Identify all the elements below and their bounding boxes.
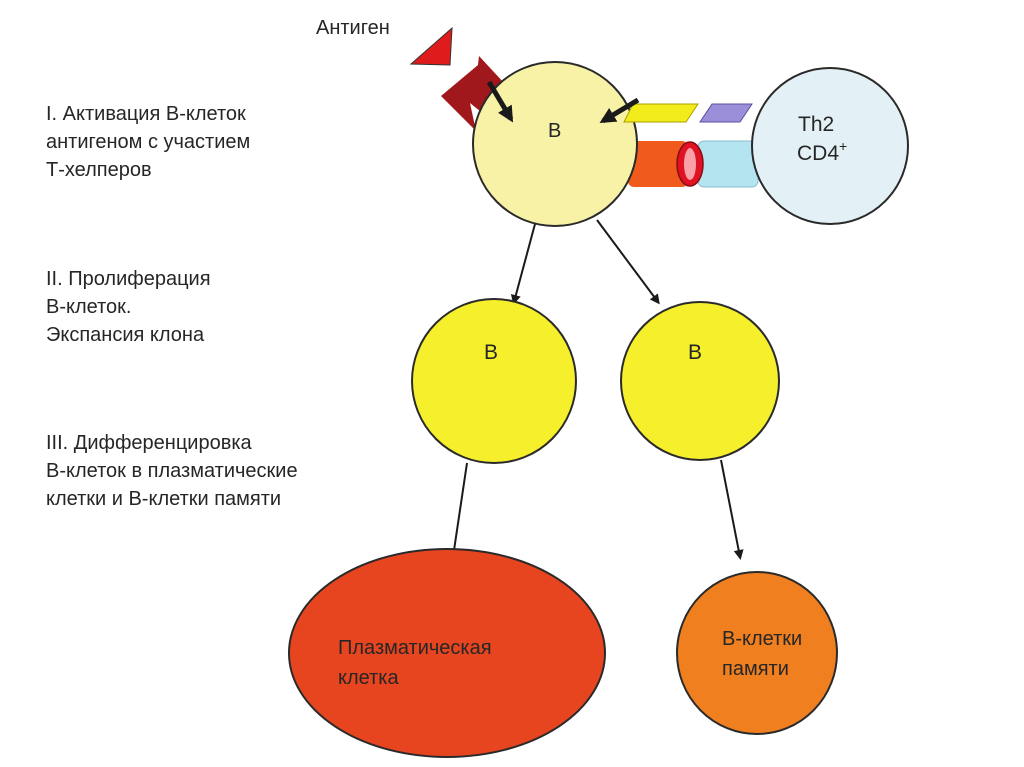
stage-3-title: III. Дифференцировка xyxy=(46,432,252,454)
t-cell-receptor xyxy=(699,103,753,123)
differentiation-arrow-right xyxy=(720,459,744,560)
antigen-label: Антиген xyxy=(316,17,390,39)
memory-cell xyxy=(676,571,838,735)
proliferation-arrow-left xyxy=(510,223,536,305)
stage-1-line3: Т-хелперов xyxy=(46,159,152,181)
stage-2-line2: В-клеток. xyxy=(46,296,132,318)
stage-3-line2: В-клеток в плазматические xyxy=(46,460,298,482)
stage-2-line3: Экспансия клона xyxy=(46,324,205,346)
stage-3-line3: клетки и В-клетки памяти xyxy=(46,488,282,510)
th2-cell xyxy=(751,67,909,225)
costimulation-ring-inner xyxy=(684,148,696,180)
memory-cell-label-line1: В-клетки xyxy=(722,628,802,650)
b-cell-clone-left xyxy=(411,298,577,464)
th2-signal-arrow xyxy=(599,97,640,124)
memory-cell-label-line2: памяти xyxy=(722,658,789,680)
mhc-peptide-complex xyxy=(623,103,699,123)
plasma-cell-label-line2: клетка xyxy=(338,667,399,689)
stage-1-line2: антигеном с участием xyxy=(46,131,251,153)
th2-cell-label: Th2 xyxy=(798,113,834,136)
cd40-receptor xyxy=(628,141,688,187)
stage-1-title: I. Активация В-клеток xyxy=(46,103,246,125)
cd4-label: CD4+ xyxy=(797,138,847,165)
b-cell-activated xyxy=(472,61,638,227)
stage-2-title: II. Пролиферация xyxy=(46,268,211,290)
cd40l-ligand xyxy=(697,140,759,188)
antigen-shape xyxy=(409,26,453,66)
differentiation-arrow-left xyxy=(449,462,468,560)
plasma-cell xyxy=(288,548,606,758)
b-cell-activated-label: В xyxy=(548,120,561,142)
b-cell-clone-left-label: В xyxy=(484,341,498,364)
proliferation-arrow-right xyxy=(596,219,660,305)
antigen-binding-arrow xyxy=(486,80,514,123)
plasma-cell-label-line1: Плазматическая xyxy=(338,637,492,659)
b-cell-clone-right-label: В xyxy=(688,341,702,364)
b-cell-clone-right xyxy=(620,301,780,461)
